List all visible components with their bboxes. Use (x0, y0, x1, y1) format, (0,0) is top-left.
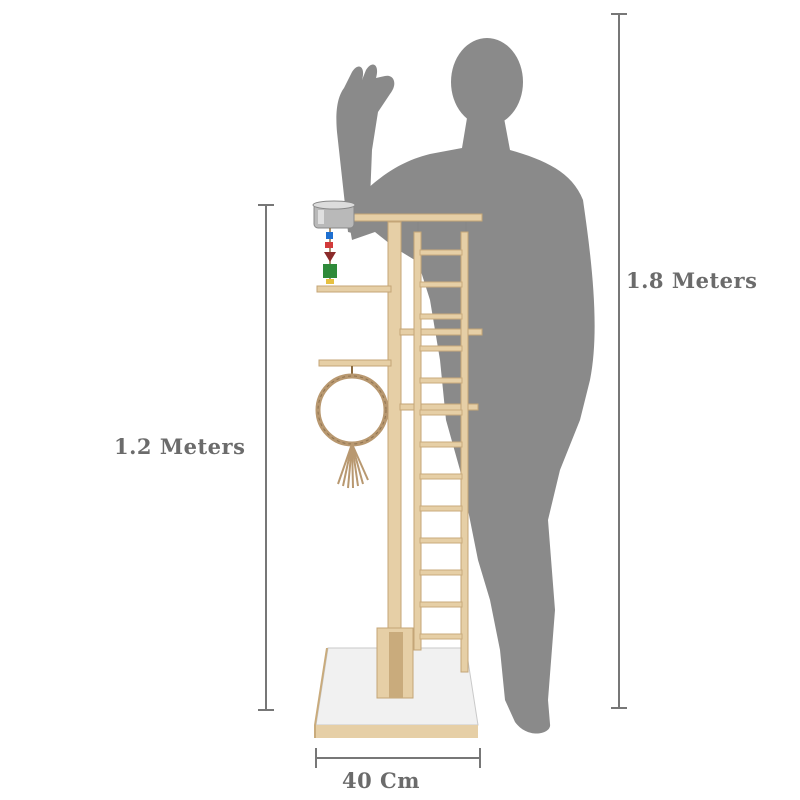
stand-perch-right-upper (399, 328, 483, 336)
silhouette-raised-arm (336, 64, 395, 236)
stand-base-edge (316, 725, 478, 738)
dimension-line-stand-height (258, 204, 274, 711)
ladder-rungs (419, 249, 463, 640)
dimension-line-base-width (315, 748, 481, 768)
stand-base-side (314, 648, 328, 738)
base-width-label: 40 Cm (338, 768, 424, 793)
ladder-rung (419, 537, 463, 544)
ladder-rung (419, 441, 463, 448)
ladder-rung (419, 345, 463, 352)
bird-play-stand (312, 200, 483, 738)
ladder-rung (419, 281, 463, 288)
ladder-rung (419, 249, 463, 256)
ladder-rung (419, 409, 463, 416)
silhouette-head (451, 38, 523, 126)
stand-hanging-toy (323, 228, 337, 284)
rope-tassel (337, 443, 369, 489)
ladder-rung (419, 473, 463, 480)
stand-perch-left-upper (316, 285, 392, 293)
ladder-rung (419, 505, 463, 512)
ladder-rung (419, 313, 463, 320)
ladder-rung (419, 569, 463, 576)
dimension-line-person-height (611, 13, 627, 709)
stand-rope-ring (315, 366, 389, 489)
ladder-rung (419, 377, 463, 384)
ladder-rung (419, 633, 463, 640)
person-silhouette (336, 38, 595, 734)
stand-ladder (413, 222, 469, 673)
stand-height-label: 1.2 Meters (110, 434, 250, 459)
person-height-label: 1.8 Meters (622, 268, 762, 293)
stand-food-cup (312, 200, 356, 229)
stand-post-foot-front (389, 632, 403, 698)
ladder-rung (419, 601, 463, 608)
stand-perch-left-lower (318, 359, 392, 367)
stand-central-post (387, 221, 402, 643)
silhouette-body (345, 118, 595, 734)
